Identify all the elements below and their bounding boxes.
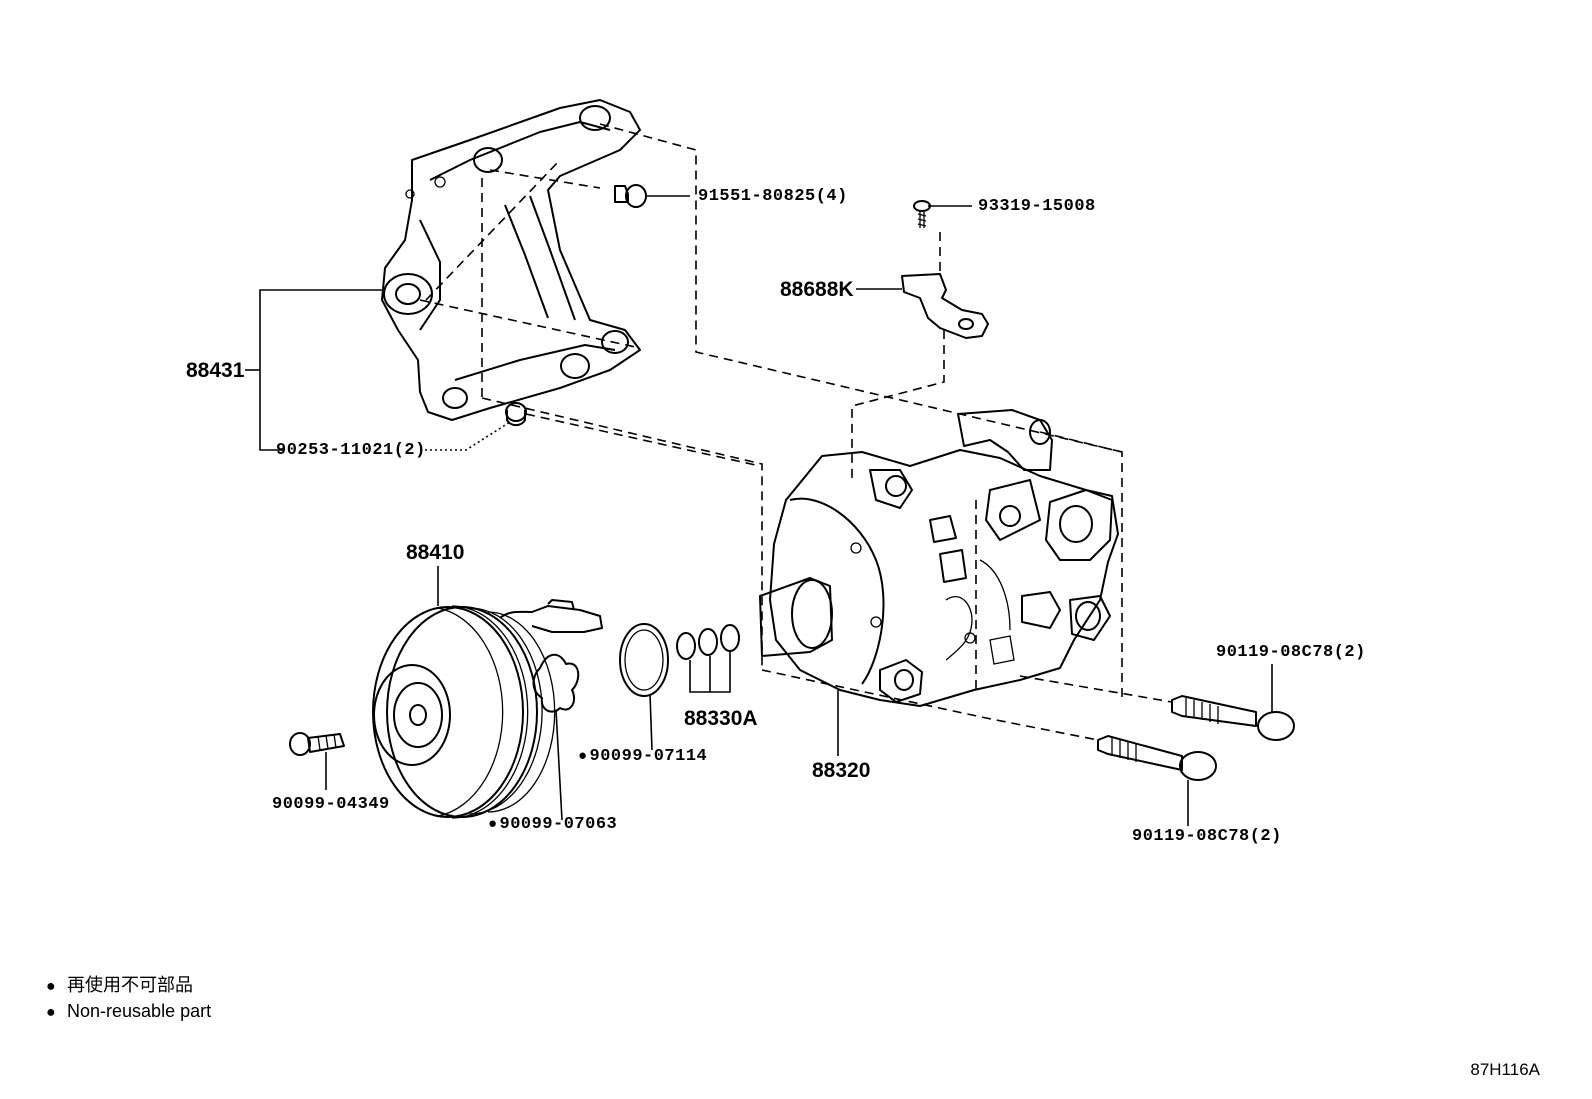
part-label-clutch-bolt: 90099-04349 xyxy=(272,795,390,814)
part-label-gasket: 90099-07063 xyxy=(488,816,617,833)
diagram-code: 87H116A xyxy=(1470,1060,1540,1079)
screw-drawing xyxy=(913,200,931,228)
leader-lines xyxy=(245,205,972,756)
mount-bolt-lower-drawing xyxy=(1097,735,1217,826)
part-label-sensor: 88688K xyxy=(780,278,854,301)
mount-bolt-upper-drawing xyxy=(1171,664,1295,741)
assembly-lines xyxy=(419,123,1173,741)
legend-jp: ● 再使用不可部品 xyxy=(46,976,193,995)
collar-drawing xyxy=(505,402,527,427)
compressor-drawing xyxy=(759,409,1119,707)
part-label-bracket-bolt: 91551-80825(4) xyxy=(698,187,848,206)
legend-en: ● Non-reusable part xyxy=(46,1002,211,1021)
clutch-bolt-drawing xyxy=(289,732,345,790)
shims-drawing xyxy=(676,624,740,693)
compressor-bracket-drawing xyxy=(381,99,641,421)
part-label-snap-ring: 90099-07114 xyxy=(578,748,707,765)
legend-jp-text: 再使用不可部品 xyxy=(67,975,194,995)
part-label-screw: 93319-15008 xyxy=(978,197,1096,216)
bracket-bolt-drawing xyxy=(614,184,690,208)
part-label-shims: 88330A xyxy=(684,707,758,730)
sensor-drawing xyxy=(901,273,989,339)
part-label-collar: 90253-11021(2) xyxy=(276,441,426,460)
snap-ring-drawing xyxy=(619,623,669,751)
part-label-bracket: 88431 xyxy=(186,359,245,382)
part-label-clutch: 88410 xyxy=(406,541,465,564)
bullet-icon: ● xyxy=(46,978,56,995)
magnet-clutch-drawing xyxy=(372,599,603,819)
part-label-mount-bolt-upper: 90119-08C78(2) xyxy=(1216,643,1366,662)
part-label-compressor: 88320 xyxy=(812,759,871,782)
legend-en-text: Non-reusable part xyxy=(67,1001,212,1021)
bullet-icon: ● xyxy=(46,1004,56,1021)
part-label-mount-bolt-lower: 90119-08C78(2) xyxy=(1132,827,1282,846)
gasket-drawing xyxy=(532,653,580,821)
